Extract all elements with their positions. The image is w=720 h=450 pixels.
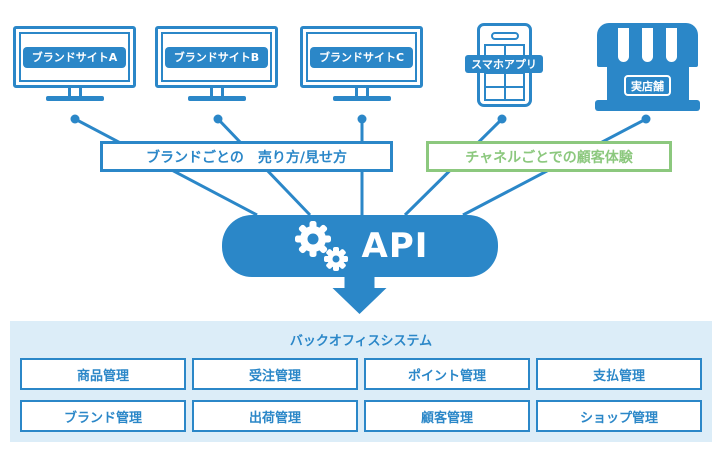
storefront-icon: 実店舗	[595, 23, 700, 112]
channel-experience-box: チャネルごとでの顧客体験	[426, 141, 672, 172]
module-box-shop: ショップ管理	[536, 400, 702, 432]
connector-dot	[213, 114, 223, 124]
api-label: API	[361, 226, 429, 266]
monitor-stand-base	[187, 96, 246, 101]
module-box-product: 商品管理	[20, 358, 186, 390]
monitor-icon: ブランドサイトB	[155, 26, 278, 101]
module-box-customer: 顧客管理	[364, 400, 530, 432]
awning-stripe	[642, 28, 653, 62]
module-box-shipping: 出荷管理	[192, 400, 358, 432]
phone-speaker	[491, 32, 519, 40]
physical-store-label: 実店舗	[624, 75, 671, 96]
monitor-stand-base	[332, 96, 391, 101]
connector-dot	[70, 114, 80, 124]
smartphone-icon: スマホアプリ	[455, 23, 545, 107]
api-box: API	[222, 215, 498, 277]
arrow-down-icon	[332, 274, 387, 314]
mobile-app-label: スマホアプリ	[465, 55, 543, 73]
monitor-screen-inner: ブランドサイトA	[19, 32, 130, 82]
monitor-stand-base	[45, 96, 104, 101]
module-box-point: ポイント管理	[364, 358, 530, 390]
module-grid: 商品管理 受注管理 ポイント管理 支払管理 ブランド管理 出荷管理 顧客管理 シ…	[20, 358, 702, 432]
gear-icon	[294, 221, 348, 271]
monitor-screen-outer: ブランドサイトC	[300, 26, 423, 88]
monitor-icon: ブランドサイトC	[300, 26, 423, 101]
monitor-screen-inner: ブランドサイトB	[161, 32, 272, 82]
monitor-stand-neck	[354, 88, 369, 96]
store-awning	[597, 23, 698, 67]
module-box-order: 受注管理	[192, 358, 358, 390]
awning-stripe	[618, 28, 629, 62]
monitor-icon: ブランドサイトA	[13, 26, 136, 101]
monitor-screen-inner: ブランドサイトC	[306, 32, 417, 82]
phone-grid-line	[486, 72, 523, 74]
brand-selling-box: ブランドごとの 売り方/見せ方	[100, 141, 393, 172]
backoffice-title: バックオフィスシステム	[289, 334, 433, 349]
backoffice-panel: バックオフィスシステム 商品管理 受注管理 ポイント管理 支払管理 ブランド管理…	[10, 321, 712, 442]
connector-dot	[641, 114, 651, 124]
monitor-stand-neck	[67, 88, 82, 96]
connector-dot	[497, 114, 507, 124]
awning-stripe	[666, 28, 677, 62]
store-base	[595, 100, 700, 111]
module-box-brand: ブランド管理	[20, 400, 186, 432]
brand-site-c-label: ブランドサイトC	[309, 46, 414, 68]
monitor-screen-outer: ブランドサイトB	[155, 26, 278, 88]
monitor-screen-outer: ブランドサイトA	[13, 26, 136, 88]
brand-site-b-label: ブランドサイトB	[164, 46, 269, 68]
module-box-payment: 支払管理	[536, 358, 702, 390]
brand-site-a-label: ブランドサイトA	[22, 46, 127, 68]
phone-grid-line	[486, 86, 523, 88]
connector-dot	[357, 114, 367, 124]
monitor-stand-neck	[209, 88, 224, 96]
